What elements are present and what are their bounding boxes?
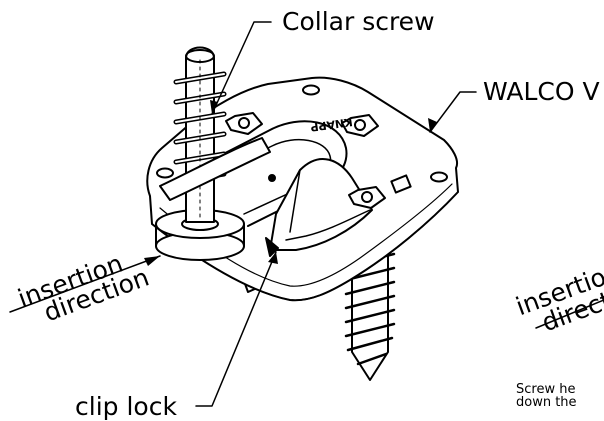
bolt-head-3 xyxy=(348,186,386,209)
clip-tongue xyxy=(159,137,271,201)
collar-screw-leader xyxy=(211,21,272,115)
label-clip-lock: clip lock xyxy=(75,392,177,421)
label-collar-screw: Collar screw xyxy=(282,7,435,36)
bolt-head-2 xyxy=(341,114,379,137)
note-line-1: Screw he xyxy=(516,382,576,397)
insertion-arrow-left xyxy=(144,256,160,266)
leaders xyxy=(9,21,604,407)
clip-lock-leader xyxy=(195,251,277,407)
label-walco: WALCO V xyxy=(483,77,600,106)
insertion-underline-right xyxy=(535,299,604,329)
walco-leader xyxy=(429,91,477,133)
note-line-2: down the xyxy=(516,395,577,410)
arrowheads xyxy=(144,100,437,266)
plate-stamp-text: KNAPP xyxy=(310,115,354,134)
wood-screw xyxy=(344,238,396,381)
insertion-underline-left xyxy=(9,255,161,313)
bolt-head-1 xyxy=(225,112,263,135)
